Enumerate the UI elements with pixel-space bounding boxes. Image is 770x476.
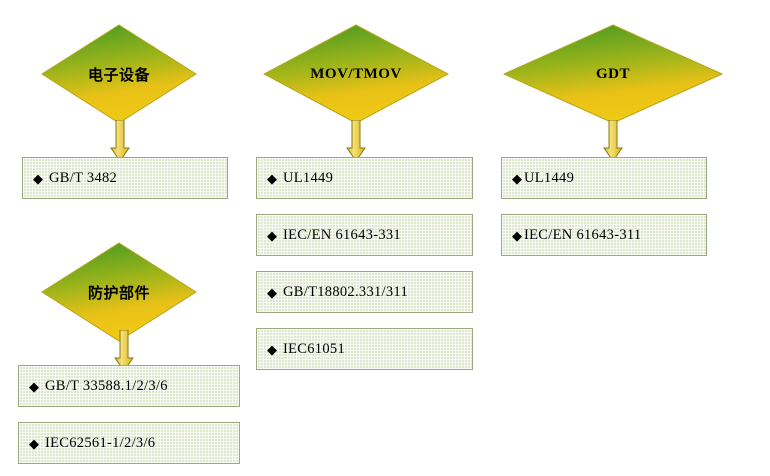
box-label: UL1449 [283,169,334,186]
arrow-3 [603,120,623,162]
box-label: GB/T18802.331/311 [283,283,408,300]
diamond-shape-4 [41,242,197,342]
diamond-shape-2 [263,24,449,124]
arrow-4 [114,330,134,372]
node-protection-component[interactable]: 防护部件 [41,242,197,342]
bullet-icon: ◆ [267,227,277,243]
arrow-shape-1 [110,120,130,162]
bullet-icon: ◆ [29,435,39,451]
bullet-icon: ◆ [512,227,522,243]
diamond-shape-1 [41,24,197,124]
box-col2-0[interactable]: ◆ UL1449 [256,157,473,199]
box-col2-3[interactable]: ◆ IEC61051 [256,328,473,370]
arrow-2 [346,120,366,162]
box-label: IEC62561-1/2/3/6 [45,434,156,451]
box-label: GB/T 3482 [49,169,118,186]
node-gdt[interactable]: GDT [503,24,723,124]
arrow-1 [110,120,130,162]
arrow-shape-2 [346,120,366,162]
box-col1-0[interactable]: ◆ GB/T 3482 [22,157,228,199]
node-mov-tmov[interactable]: MOV/TMOV [263,24,449,124]
box-col2-2[interactable]: ◆ GB/T18802.331/311 [256,271,473,313]
box-label: IEC/EN 61643-331 [283,226,401,243]
arrow-shape-3 [603,120,623,162]
box-col3-1[interactable]: ◆ IEC/EN 61643-311 [501,214,707,256]
diamond-shape-3 [503,24,723,124]
bullet-icon: ◆ [267,284,277,300]
box-label: IEC/EN 61643-311 [524,226,642,243]
box-col3-0[interactable]: ◆ UL1449 [501,157,707,199]
box-label: UL1449 [524,169,575,186]
node-electronic-equipment[interactable]: 电子设备 [41,24,197,124]
box-col4-1[interactable]: ◆ IEC62561-1/2/3/6 [18,422,240,464]
arrow-shape-4 [114,330,134,372]
bullet-icon: ◆ [267,341,277,357]
bullet-icon: ◆ [33,170,43,186]
bullet-icon: ◆ [512,170,522,186]
box-label: GB/T 33588.1/2/3/6 [45,377,168,394]
box-col2-1[interactable]: ◆ IEC/EN 61643-331 [256,214,473,256]
box-col4-0[interactable]: ◆ GB/T 33588.1/2/3/6 [18,365,240,407]
bullet-icon: ◆ [267,170,277,186]
bullet-icon: ◆ [29,378,39,394]
box-label: IEC61051 [283,340,346,357]
